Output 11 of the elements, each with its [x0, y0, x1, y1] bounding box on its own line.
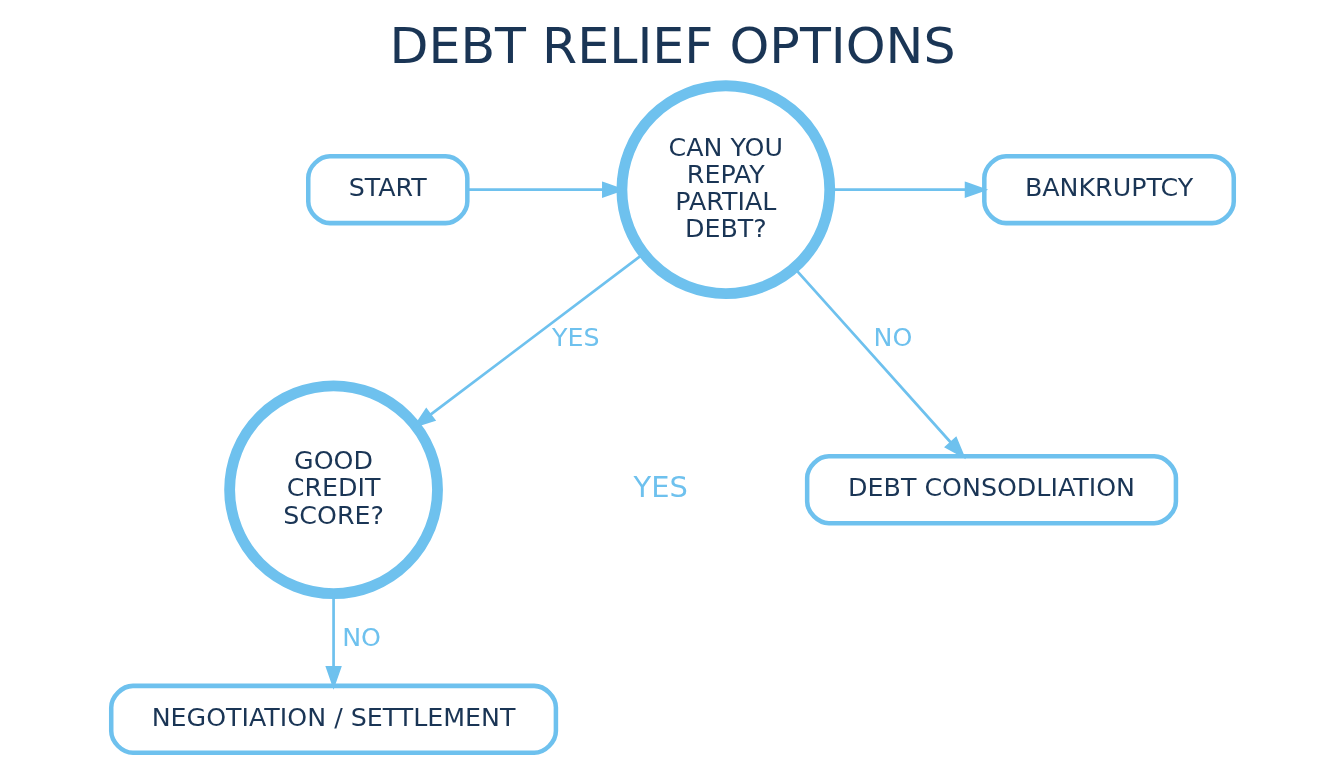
edge-label: NO [341, 623, 381, 653]
node-circle: CAN YOU REPAY PARTIAL DEBT? [615, 80, 835, 300]
node-box: BANKRUPTCY [981, 154, 1236, 226]
edge-label: NO [873, 323, 912, 353]
node-box: NEGOTIATION / SETTLEMENT [108, 683, 558, 755]
node-box: DEBT CONSODLIATION [804, 454, 1178, 526]
diagram-title: DEBT RELIEF OPTIONS [388, 15, 956, 75]
edge-label: YES [551, 323, 600, 353]
node-circle: GOOD CREDIT SCORE? [223, 380, 443, 600]
label: YES [633, 469, 688, 504]
node-box: START [305, 154, 470, 226]
